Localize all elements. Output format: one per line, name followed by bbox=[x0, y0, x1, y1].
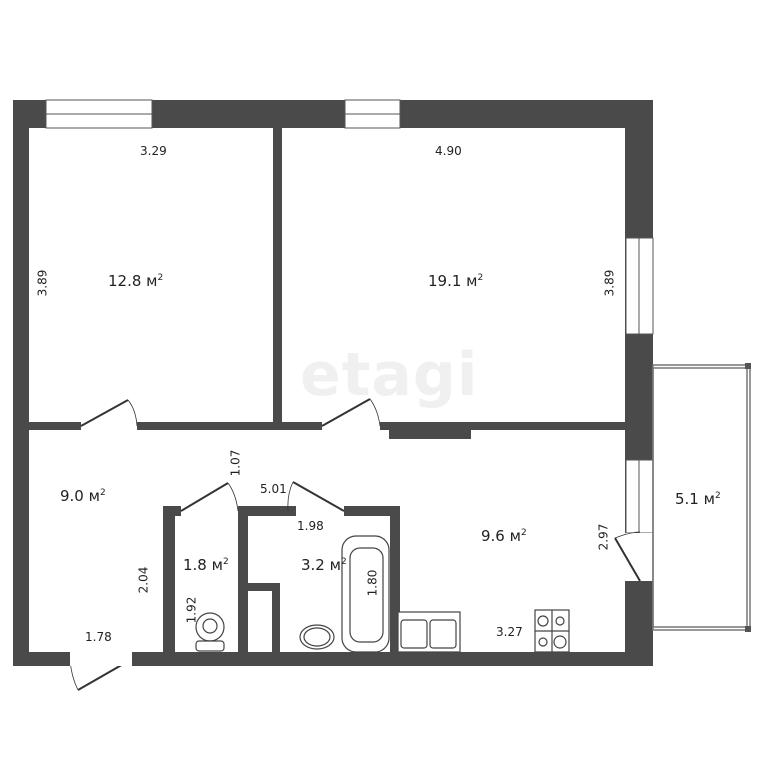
dim-room-right-height: 3.89 bbox=[602, 269, 617, 297]
room-area-1-8: 1.8 м2 bbox=[183, 556, 229, 574]
dim-hall-c: 1.78 bbox=[85, 630, 112, 644]
dim-kitchen-a: 5.01 bbox=[260, 482, 287, 496]
balcony-outline bbox=[652, 364, 751, 631]
room-area-19-1: 19.1 м2 bbox=[428, 272, 484, 290]
dim-kitchen-c: 3.27 bbox=[496, 625, 523, 639]
dim-kitchen-b: 2.97 bbox=[596, 523, 611, 551]
fixtures bbox=[195, 535, 570, 653]
room-area-5-1: 5.1 м2 bbox=[675, 490, 721, 508]
dim-hall-b: 2.04 bbox=[136, 566, 151, 594]
room-area-9-0: 9.0 м2 bbox=[60, 487, 106, 505]
room-area-12-8: 12.8 м2 bbox=[108, 272, 164, 290]
room-area-9-6: 9.6 м2 bbox=[481, 527, 527, 545]
dim-room-left-height: 3.89 bbox=[35, 269, 50, 297]
dim-bath-length: 1.80 bbox=[365, 569, 380, 597]
room-area-3-2: 3.2 м2 bbox=[301, 556, 347, 574]
doors bbox=[69, 398, 641, 691]
dim-bathroom-width: 1.98 bbox=[297, 519, 324, 533]
windows bbox=[45, 99, 654, 534]
dim-toilet: 1.92 bbox=[184, 596, 199, 624]
dim-room-right-width: 4.90 bbox=[435, 144, 462, 158]
watermark-logo: etagi bbox=[300, 340, 479, 410]
dim-hall-a: 1.07 bbox=[228, 449, 243, 477]
dim-room-left-width: 3.29 bbox=[140, 144, 167, 158]
